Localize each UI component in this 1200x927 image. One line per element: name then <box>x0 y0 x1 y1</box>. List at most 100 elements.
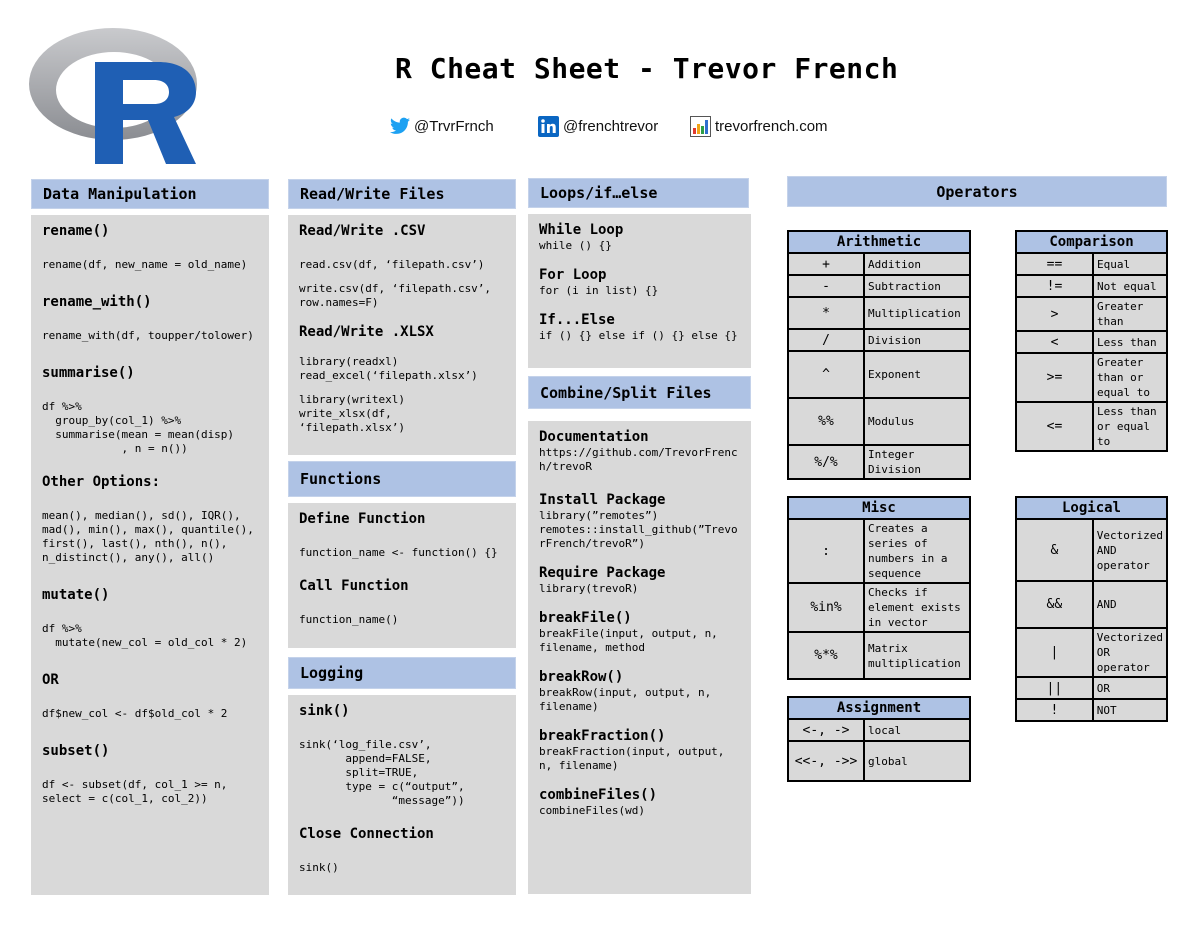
operator-symbol: <-, -> <box>787 718 865 742</box>
operator-symbol: ^ <box>787 350 865 399</box>
table-row: -Subtraction <box>787 274 971 298</box>
table-row: <Less than <box>1015 330 1168 354</box>
code-breakrow: breakRow(input, output, n, filename) <box>539 686 712 713</box>
bar-chart-icon <box>690 115 711 137</box>
heading-combinefiles: combineFiles() <box>539 787 658 803</box>
operator-description: Subtraction <box>863 274 971 298</box>
code-define-function: function_name <- function() {} <box>299 546 498 559</box>
twitter-handle[interactable]: @TrvrFrnch <box>390 113 494 139</box>
code-subset: df <- subset(df, col_1 >= n, select = c(… <box>42 778 228 805</box>
table-title-arithmetic: Arithmetic <box>787 230 971 254</box>
table-row: /Division <box>787 328 971 352</box>
heading-csv: Read/Write .CSV <box>299 223 426 239</box>
operator-description: Modulus <box>863 397 971 446</box>
table-row: *Multiplication <box>787 296 971 330</box>
website-link[interactable]: trevorfrench.com <box>690 113 828 139</box>
table-row: ^Exponent <box>787 350 971 399</box>
heading-close-connection: Close Connection <box>299 826 434 842</box>
operator-description: Greater than <box>1092 296 1168 332</box>
panel-read-write: Read/Write .CSV read.csv(df, ‘filepath.c… <box>288 215 516 455</box>
section-header-read-write: Read/Write Files <box>288 179 516 209</box>
panel-logging: sink() sink(‘log_file.csv’, append=FALSE… <box>288 695 516 895</box>
table-row: %/%Integer Division <box>787 444 971 480</box>
operator-description: Greater than or equal to <box>1092 352 1168 403</box>
operator-symbol: : <box>787 518 865 584</box>
heading-mutate: mutate() <box>42 587 110 603</box>
code-documentation: https://github.com/TrevorFrenc h/trevoR <box>539 446 738 473</box>
table-row: ==Equal <box>1015 252 1168 276</box>
operator-symbol: || <box>1015 676 1094 700</box>
operator-description: NOT <box>1091 698 1169 722</box>
section-header-operators: Operators <box>787 176 1167 207</box>
table-title-logical: Logical <box>1015 496 1168 520</box>
heading-breakrow: breakRow() <box>539 669 624 685</box>
table-row: +Addition <box>787 252 971 276</box>
section-header-data-manipulation: Data Manipulation <box>31 179 269 209</box>
heading-or: OR <box>42 672 59 688</box>
operator-symbol: - <box>787 274 865 298</box>
table-row: :Creates a series of numbers in a sequen… <box>787 518 971 584</box>
panel-loops: While Loop while () {} For Loop for (i i… <box>528 214 751 368</box>
table-assignment: Assignment <-, ->local <<-, ->>global <box>787 696 971 782</box>
code-call-function: function_name() <box>299 613 399 626</box>
operator-description: Less than or equal to <box>1092 401 1168 452</box>
linkedin-handle[interactable]: @frenchtrevor <box>538 113 658 139</box>
code-rename-with: rename_with(df, toupper/tolower) <box>42 329 254 342</box>
heading-summarise: summarise() <box>42 365 135 381</box>
code-csv-write: write.csv(df, ‘filepath.csv’, row.names=… <box>299 282 492 309</box>
code-summarise: df %>% group_by(col_1) %>% summarise(mea… <box>42 400 235 455</box>
heading-documentation: Documentation <box>539 429 649 445</box>
panel-data-manipulation: rename() rename(df, new_name = old_name)… <box>31 215 269 895</box>
panel-functions: Define Function function_name <- functio… <box>288 503 516 648</box>
code-breakfraction: breakFraction(input, output, n, filename… <box>539 745 725 772</box>
operator-symbol: | <box>1015 627 1094 678</box>
code-combinefiles: combineFiles(wd) <box>539 804 645 817</box>
heading-subset: subset() <box>42 743 110 759</box>
operator-symbol: %/% <box>787 444 865 480</box>
r-logo <box>29 28 197 164</box>
operator-description: Integer Division <box>863 444 971 480</box>
operator-description: Matrix multiplication <box>863 631 971 680</box>
heading-breakfraction: breakFraction() <box>539 728 666 744</box>
twitter-icon <box>390 117 410 134</box>
table-row: &&AND <box>1015 580 1169 629</box>
table-logical: Logical &Vectorized AND operator &&AND |… <box>1015 496 1169 722</box>
table-row: <<-, ->>global <box>787 740 971 782</box>
heading-rename: rename() <box>42 223 110 239</box>
code-mutate: df %>% mutate(new_col = old_col * 2) <box>42 622 248 649</box>
operator-symbol: >= <box>1015 352 1094 403</box>
table-row: &Vectorized AND operator <box>1015 518 1169 582</box>
operator-symbol: < <box>1015 330 1094 354</box>
code-if-else: if () {} else if () {} else {} <box>539 329 738 342</box>
heading-other-options: Other Options: <box>42 474 161 490</box>
table-title-comparison: Comparison <box>1015 230 1168 254</box>
page-title: R Cheat Sheet - Trevor French <box>395 52 899 85</box>
operator-description: Vectorized AND operator <box>1091 518 1169 582</box>
table-title-assignment: Assignment <box>787 696 971 720</box>
operator-description: AND <box>1091 580 1169 629</box>
operator-description: Exponent <box>863 350 971 399</box>
website-label: trevorfrench.com <box>715 117 828 135</box>
section-header-loops: Loops/if…else <box>528 178 749 208</box>
heading-sink: sink() <box>299 703 350 719</box>
operator-symbol: && <box>1015 580 1094 629</box>
table-title-misc: Misc <box>787 496 971 520</box>
operator-description: Checks if element exists in vector <box>863 582 971 633</box>
operator-symbol: & <box>1015 518 1094 582</box>
heading-if-else: If...Else <box>539 312 615 328</box>
operator-description: local <box>863 718 971 742</box>
operator-symbol: + <box>787 252 865 276</box>
operator-description: Not equal <box>1092 274 1168 298</box>
operator-description: Vectorized OR operator <box>1091 627 1169 678</box>
heading-rename-with: rename_with() <box>42 294 152 310</box>
operator-symbol: / <box>787 328 865 352</box>
operator-description: Creates a series of numbers in a sequenc… <box>863 518 971 584</box>
code-or: df$new_col <- df$old_col * 2 <box>42 707 228 720</box>
code-rename: rename(df, new_name = old_name) <box>42 258 248 271</box>
table-row: !NOT <box>1015 698 1169 722</box>
code-other-options: mean(), median(), sd(), IQR(), mad(), mi… <box>42 509 254 564</box>
operator-symbol: != <box>1015 274 1094 298</box>
heading-breakfile: breakFile() <box>539 610 632 626</box>
heading-require-package: Require Package <box>539 565 666 581</box>
operator-symbol: %*% <box>787 631 865 680</box>
